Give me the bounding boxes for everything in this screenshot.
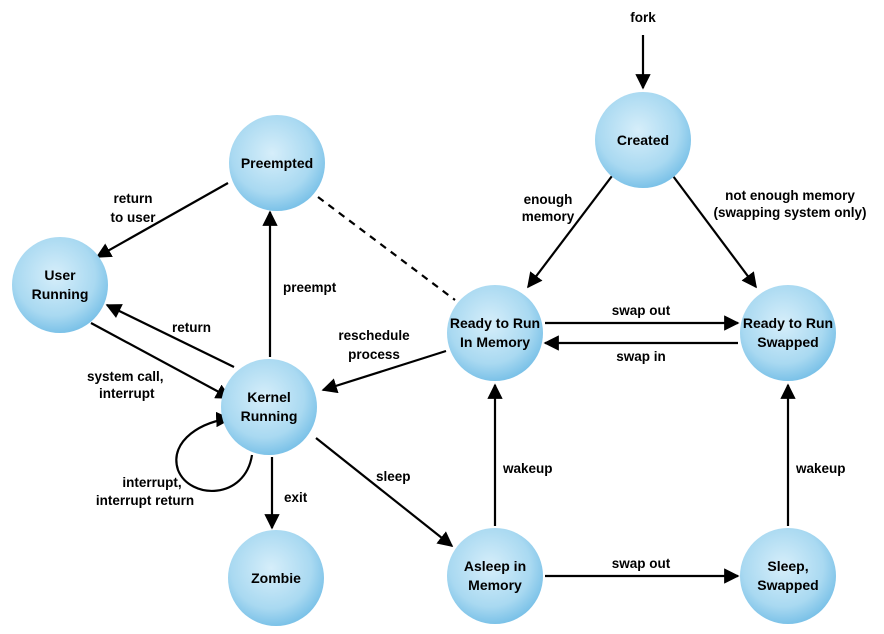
state-label: Memory: [468, 577, 522, 593]
state-asleep-in-memory: Asleep in Memory: [447, 528, 543, 624]
state-label: Sleep,: [767, 558, 808, 574]
label-swap-out-top: swap out: [612, 303, 671, 318]
label-reschedule-2: process: [348, 347, 400, 362]
state-label: Ready to Run: [450, 315, 540, 331]
state-label: Asleep in: [464, 558, 526, 574]
edge-user-kernel-syscall: [90, 322, 232, 399]
label-not-enough-memory-1: not enough memory: [725, 188, 855, 203]
label-sleep: sleep: [376, 469, 411, 484]
edge-created-ready-mem: [527, 175, 613, 289]
state-sleep-swapped: Sleep, Swapped: [740, 528, 836, 624]
state-zombie: Zombie: [228, 530, 324, 626]
label-return-to-user-1: return: [113, 191, 152, 206]
state-label: Swapped: [757, 577, 818, 593]
state-label: Ready to Run: [743, 315, 833, 331]
edges: [90, 35, 796, 584]
edge-kernel-asleep: [315, 437, 454, 547]
label-swap-in: swap in: [616, 349, 666, 364]
label-wakeup-mem: wakeup: [502, 461, 553, 476]
state-label: Running: [32, 286, 89, 302]
label-reschedule-1: reschedule: [338, 328, 410, 343]
state-label: Preempted: [241, 155, 313, 171]
state-label: In Memory: [460, 334, 530, 350]
edge-preempted-ready-dashed: [317, 196, 456, 301]
edge-kernel-self-loop: [175, 411, 254, 492]
label-not-enough-memory-2: (swapping system only): [713, 205, 866, 220]
edge-labels: fork enough memory not enough memory (sw…: [87, 10, 867, 571]
state-label: Running: [241, 408, 298, 424]
label-preempt: preempt: [283, 280, 337, 295]
label-enough-memory-2: memory: [522, 209, 575, 224]
edge-kernel-user-return: [105, 304, 235, 368]
label-interrupt-return-1: interrupt,: [122, 475, 181, 490]
state-label: Kernel: [247, 389, 291, 405]
state-user-running: User Running: [12, 237, 108, 333]
label-swap-out-bottom: swap out: [612, 556, 671, 571]
label-wakeup-swapped: wakeup: [795, 461, 846, 476]
edge-preempted-user: [95, 182, 229, 258]
state-label: Swapped: [757, 334, 818, 350]
state-ready-to-run-in-memory: Ready to Run In Memory: [447, 285, 543, 381]
state-ready-to-run-swapped: Ready to Run Swapped: [740, 285, 836, 381]
state-label: User: [44, 267, 76, 283]
label-system-call-1: system call,: [87, 369, 164, 384]
state-created: Created: [595, 92, 691, 188]
label-interrupt-return-2: interrupt return: [96, 493, 194, 508]
label-system-call-2: interrupt: [99, 386, 155, 401]
label-enough-memory-1: enough: [524, 192, 573, 207]
state-kernel-running: Kernel Running: [221, 359, 317, 455]
label-exit: exit: [284, 490, 308, 505]
state-preempted: Preempted: [229, 115, 325, 211]
label-return-to-user-2: to user: [110, 210, 156, 225]
state-label: Created: [617, 132, 669, 148]
label-fork: fork: [630, 10, 656, 25]
state-label: Zombie: [251, 570, 301, 586]
edge-ready-kernel: [321, 349, 447, 394]
label-return: return: [172, 320, 211, 335]
edge-created-ready-swapped: [672, 175, 757, 289]
